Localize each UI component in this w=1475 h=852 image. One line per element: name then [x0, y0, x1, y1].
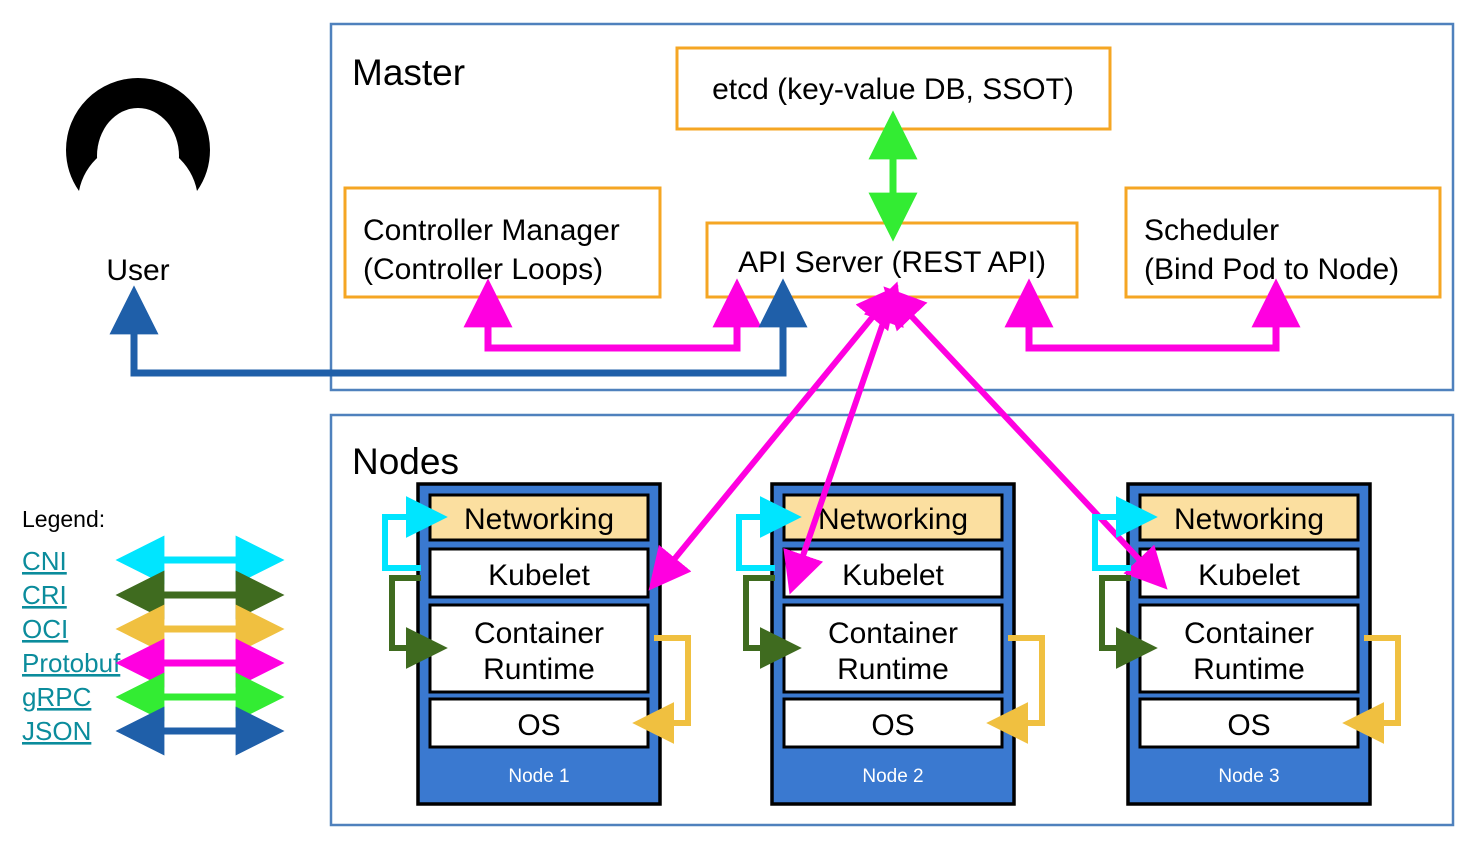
node-3-container-runtime-label-line2: Runtime — [1193, 653, 1305, 686]
connector-cri-node3 — [1099, 575, 1158, 669]
legend-item-cni[interactable]: CNI — [22, 535, 285, 585]
connector-oci-node2 — [986, 635, 1045, 744]
node-1-name: Node 1 — [508, 766, 569, 787]
node-3-os-label: OS — [1227, 709, 1270, 742]
node-1-container-runtime-cell[interactable] — [428, 603, 650, 694]
nodes-title: Nodes — [352, 441, 459, 482]
node-1-os-cell[interactable] — [428, 697, 650, 749]
connector-oci-node1 — [632, 635, 691, 744]
node-3-name: Node 3 — [1218, 766, 1279, 787]
connector-cri-node1 — [389, 575, 448, 669]
legend-item-cri[interactable]: CRI — [22, 570, 285, 620]
user-avatar-icon — [66, 78, 210, 204]
controller-manager-box[interactable]: Controller Manager (Controller Loops) — [343, 186, 662, 299]
api-server-label: API Server (REST API) — [738, 246, 1046, 279]
node-2-kubelet-label: Kubelet — [842, 559, 944, 592]
api-server-box[interactable]: API Server (REST API) — [705, 221, 1079, 299]
legend-label-protobuf[interactable]: Protobuf — [22, 648, 121, 678]
scheduler-label-line2: (Bind Pod to Node) — [1144, 253, 1399, 286]
node-2-container-runtime-label-line1: Container — [828, 617, 958, 650]
node-1-container-runtime-label-line1: Container — [474, 617, 604, 650]
node-2-os-cell[interactable] — [782, 697, 1004, 749]
connector-protobuf-apiserver-node2 — [783, 281, 904, 595]
controller-manager-label-line1: Controller Manager — [363, 214, 620, 247]
legend-heading: Legend: — [22, 506, 105, 532]
master-title: Master — [352, 52, 465, 93]
node-1-os-label: OS — [517, 709, 560, 742]
connector-cni-node3 — [1092, 496, 1158, 571]
legend-label-cri[interactable]: CRI — [22, 580, 67, 610]
node-2-networking-label: Networking — [818, 503, 968, 536]
node-2-container-runtime-cell[interactable] — [782, 603, 1004, 694]
nodes-group: Nodes Networking Kubelet Container Runti… — [329, 413, 1455, 827]
node-1-kubelet-label: Kubelet — [488, 559, 590, 592]
connector-cri-node2 — [743, 575, 802, 669]
legend-label-cni[interactable]: CNI — [22, 546, 67, 576]
connector-protobuf-apiserver-node3 — [883, 286, 1168, 590]
node-2-name: Node 2 — [862, 766, 923, 787]
connector-cni-node2 — [736, 496, 802, 571]
connector-oci-node3 — [1342, 635, 1401, 744]
node-1-networking-cell[interactable] — [428, 493, 650, 542]
etcd-box[interactable]: etcd (key-value DB, SSOT) — [675, 46, 1112, 131]
node-3-networking-label: Networking — [1174, 503, 1324, 536]
legend-label-oci[interactable]: OCI — [22, 614, 68, 644]
legend-label-json[interactable]: JSON — [22, 716, 91, 746]
legend-item-json[interactable]: JSON — [22, 706, 285, 756]
user-label: User — [106, 254, 169, 287]
node-1-container-runtime-label-line2: Runtime — [483, 653, 595, 686]
node-3-kubelet-label: Kubelet — [1198, 559, 1300, 592]
legend-label-grpc[interactable]: gRPC — [22, 682, 91, 712]
node-1-kubelet-cell[interactable] — [428, 547, 650, 599]
etcd-label: etcd (key-value DB, SSOT) — [712, 73, 1074, 106]
user-block: User — [66, 78, 210, 287]
node-2-container-runtime-label-line2: Runtime — [837, 653, 949, 686]
scheduler-box[interactable]: Scheduler (Bind Pod to Node) — [1124, 186, 1442, 299]
node-3-os-cell[interactable] — [1138, 697, 1360, 749]
node-2-os-label: OS — [871, 709, 914, 742]
legend: Legend: CNI CRI OCI Protobuf gRPC JSON — [22, 506, 285, 756]
legend-item-protobuf[interactable]: Protobuf — [22, 638, 285, 688]
node-1[interactable]: Networking Kubelet Container Runtime OS … — [416, 482, 662, 806]
controller-manager-label-line2: (Controller Loops) — [363, 253, 603, 286]
scheduler-label-line1: Scheduler — [1144, 214, 1279, 247]
node-3[interactable]: Networking Kubelet Container Runtime OS … — [1126, 482, 1372, 806]
node-3-container-runtime-label-line1: Container — [1184, 617, 1314, 650]
legend-item-grpc[interactable]: gRPC — [22, 672, 285, 722]
node-1-networking-label: Networking — [464, 503, 614, 536]
node-3-kubelet-cell[interactable] — [1138, 547, 1360, 599]
node-3-networking-cell[interactable] — [1138, 493, 1360, 542]
legend-item-oci[interactable]: OCI — [22, 604, 285, 654]
connector-cni-node1 — [382, 496, 448, 571]
